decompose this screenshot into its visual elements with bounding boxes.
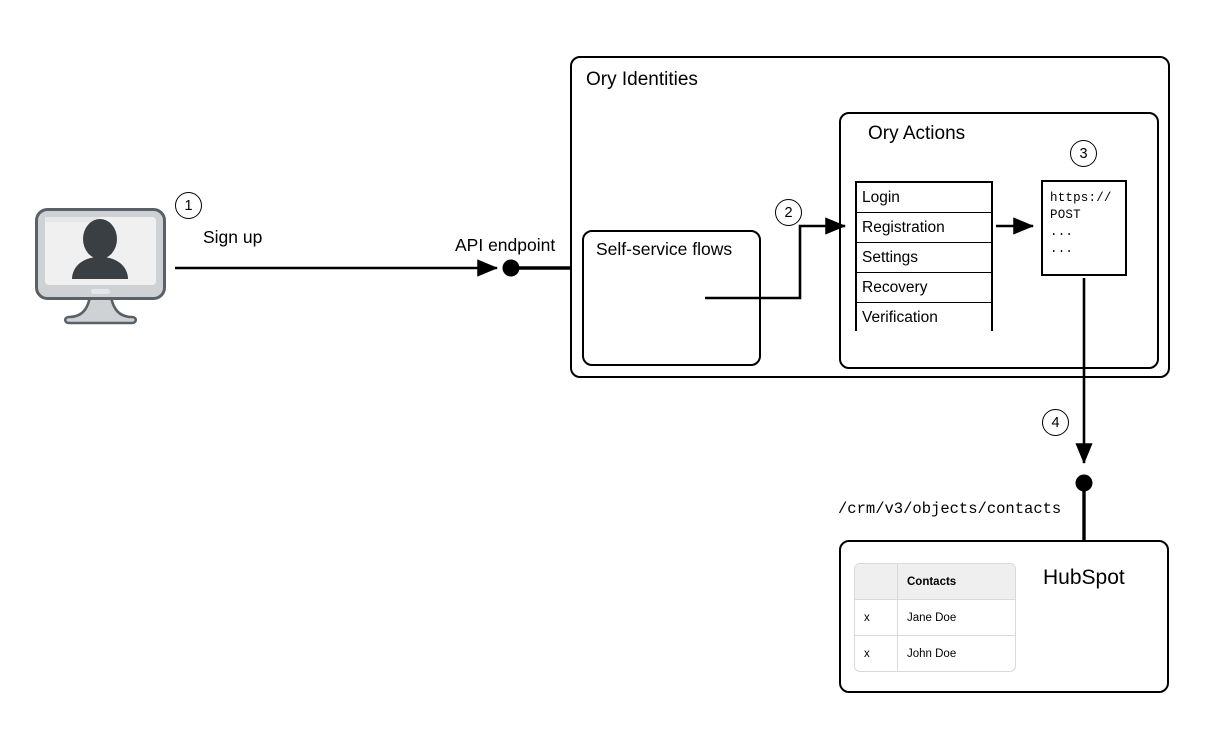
table-header-select xyxy=(855,564,898,600)
webhook-line-ellipsis-2: ... xyxy=(1050,242,1074,256)
step-badge-3: 3 xyxy=(1070,140,1097,167)
hubspot-title: HubSpot xyxy=(1043,566,1125,589)
hubspot-container xyxy=(839,540,1169,693)
step-badge-2: 2 xyxy=(775,199,802,226)
row-marker: x xyxy=(855,600,898,636)
webhook-request-box: https:// POST ... ... xyxy=(1041,180,1127,276)
label-sign-up: Sign up xyxy=(203,227,263,247)
connector-selfservice-registration xyxy=(705,217,847,300)
self-service-flows-title: Self-service flows xyxy=(596,239,733,259)
ory-actions-title: Ory Actions xyxy=(868,123,966,144)
ory-actions-flow-list: Login Registration Settings Recovery Ver… xyxy=(855,181,993,333)
ory-identities-container xyxy=(570,56,1170,378)
contacts-table: Contacts x Jane Doe x John Doe xyxy=(854,563,1016,672)
row-contact-name: Jane Doe xyxy=(898,600,1015,636)
row-marker: x xyxy=(855,636,898,671)
step-badge-1: 1 xyxy=(175,192,202,219)
flow-item-login[interactable]: Login xyxy=(857,183,991,213)
flow-item-registration[interactable]: Registration xyxy=(857,213,991,243)
table-row[interactable]: x John Doe xyxy=(855,636,1015,671)
webhook-line-ellipsis-1: ... xyxy=(1050,225,1074,239)
self-service-flows-box xyxy=(582,230,761,366)
monitor-user-icon xyxy=(35,208,166,325)
table-header-contacts: Contacts xyxy=(898,564,1015,600)
label-crm-path: /crm/v3/objects/contacts xyxy=(838,500,1062,518)
label-api-endpoint: API endpoint xyxy=(455,235,556,255)
webhook-line-method: POST xyxy=(1050,208,1081,222)
flow-item-recovery[interactable]: Recovery xyxy=(857,273,991,303)
table-row[interactable]: x Jane Doe xyxy=(855,600,1015,636)
row-contact-name: John Doe xyxy=(907,647,957,660)
ory-identities-title: Ory Identities xyxy=(586,69,698,90)
table-header-row: Contacts xyxy=(855,564,1015,600)
flow-item-verification[interactable]: Verification xyxy=(857,303,991,333)
step-badge-4: 4 xyxy=(1042,409,1069,436)
ory-actions-container xyxy=(839,112,1159,369)
webhook-line-url: https:// xyxy=(1050,191,1112,205)
flow-item-settings[interactable]: Settings xyxy=(857,243,991,273)
